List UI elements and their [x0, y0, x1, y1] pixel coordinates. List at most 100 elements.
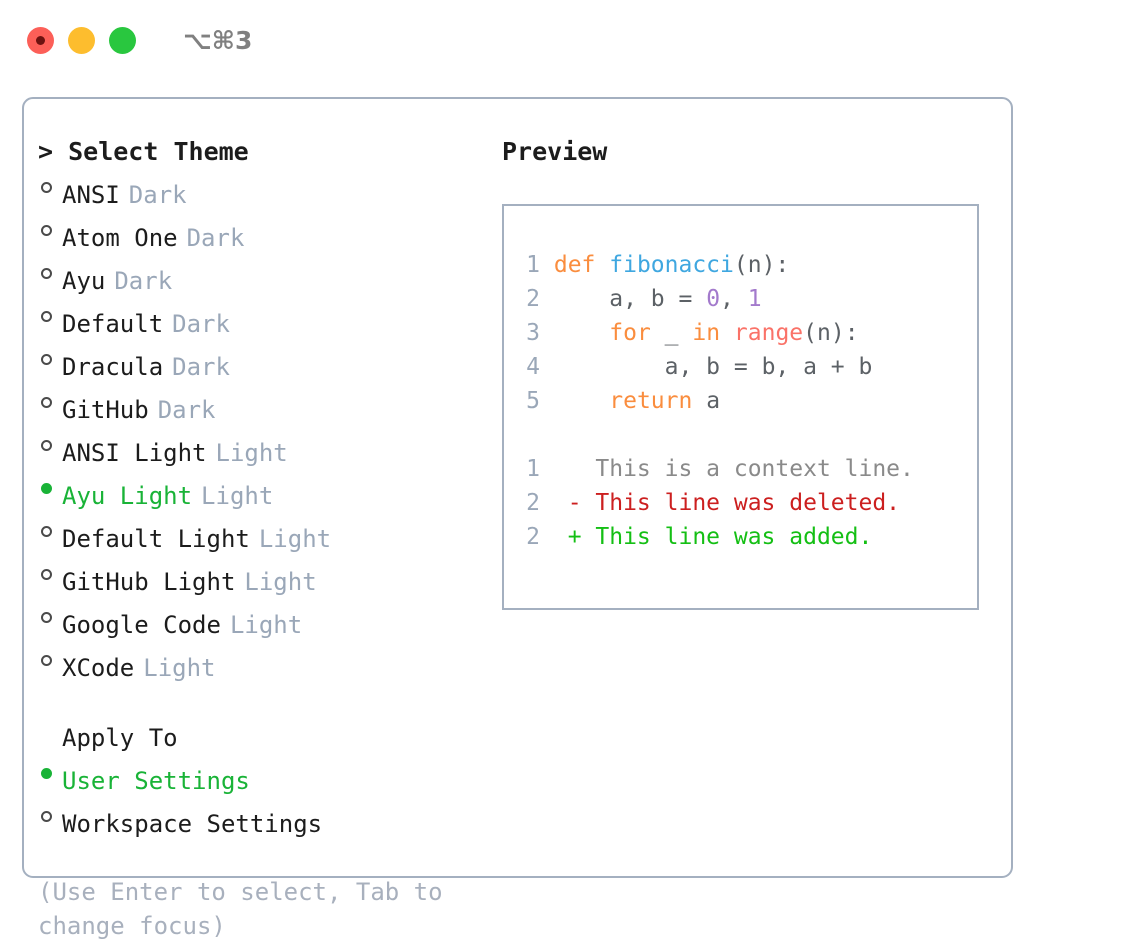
radio-selected-icon — [38, 470, 62, 504]
line-number: 1 — [526, 252, 540, 278]
line-number-gap — [540, 320, 554, 346]
theme-option-google-code[interactable]: Google Code Light — [38, 599, 488, 642]
code-token-bi: range — [733, 320, 804, 346]
theme-option-label: Dracula — [62, 353, 164, 381]
line-number-gap — [540, 252, 554, 278]
apply-to-option-user-settings[interactable]: User Settings — [38, 755, 488, 798]
line-number-gap — [540, 354, 554, 380]
code-token-txt: a, b = — [553, 286, 707, 312]
diff-text: This is a context line. — [595, 456, 914, 482]
line-number: 4 — [526, 354, 540, 380]
line-number-gap — [540, 286, 554, 312]
code-line: 5 return a — [518, 384, 977, 418]
theme-variant-badge: Dark — [114, 267, 173, 295]
code-token-txt — [554, 388, 609, 414]
keyboard-shortcut-label: ⌥⌘3 — [183, 25, 253, 55]
line-number: 2 — [526, 524, 540, 550]
theme-variant-badge: Dark — [172, 353, 230, 381]
theme-option-label: Ayu — [62, 267, 106, 295]
theme-option-ansi[interactable]: ANSI Dark — [38, 169, 488, 212]
code-token-num: 0 — [706, 286, 721, 312]
maximize-button[interactable] — [109, 26, 136, 54]
code-token-txt — [720, 320, 734, 346]
diff-text: This line was added. — [595, 524, 873, 550]
code-line: 1 def fibonacci(n): — [518, 248, 977, 282]
apply-to-option-workspace-settings[interactable]: Workspace Settings — [38, 798, 488, 841]
close-button[interactable] — [27, 26, 54, 54]
diff-line-add: 2 + This line was added. — [518, 520, 977, 554]
theme-option-label: GitHub — [62, 396, 149, 424]
preview-header: Preview — [502, 137, 608, 166]
radio-unselected-icon — [38, 169, 62, 203]
code-token-punc: (n): — [733, 252, 790, 278]
line-number: 2 — [526, 286, 540, 312]
theme-variant-badge: Light — [215, 439, 288, 467]
code-token-kw: return — [609, 388, 693, 414]
radio-unselected-icon — [38, 255, 62, 289]
theme-variant-badge: Dark — [128, 181, 187, 209]
theme-option-dracula[interactable]: Dracula Dark — [38, 341, 488, 384]
code-diff-separator — [518, 418, 977, 452]
diff-marker — [540, 456, 595, 482]
apply-to-option-label: User Settings — [62, 767, 250, 795]
theme-option-ansi-light[interactable]: ANSI Light Light — [38, 427, 488, 470]
theme-option-default-light[interactable]: Default Light Light — [38, 513, 488, 556]
radio-unselected-icon — [38, 341, 62, 375]
line-number: 3 — [526, 320, 540, 346]
window-titlebar: ⌥⌘3 — [0, 0, 1140, 80]
radio-unselected-icon — [38, 599, 62, 633]
theme-option-label: Default — [62, 310, 164, 338]
theme-variant-badge: Dark — [157, 396, 216, 424]
radio-unselected-icon — [38, 642, 62, 676]
theme-option-github[interactable]: GitHub Dark — [38, 384, 488, 427]
preview-column: Preview 1 def fibonacci(n):2 a, b = 0, 1… — [502, 135, 1002, 610]
theme-option-label: Default Light — [62, 525, 250, 553]
diff-marker: - — [540, 490, 596, 516]
code-token-txt: _ — [650, 320, 693, 346]
theme-variant-badge: Light — [258, 525, 332, 553]
code-token-txt: , — [720, 286, 748, 312]
minimize-button[interactable] — [68, 26, 95, 54]
section-spacer — [38, 685, 488, 721]
theme-option-default[interactable]: Default Dark — [38, 298, 488, 341]
select-theme-header: > Select Theme — [38, 137, 249, 166]
radio-unselected-icon — [38, 798, 62, 832]
radio-unselected-icon — [38, 384, 62, 418]
radio-unselected-icon — [38, 513, 62, 547]
radio-selected-icon — [38, 755, 62, 789]
theme-variant-badge: Dark — [172, 310, 230, 338]
theme-option-label: ANSI Light — [62, 439, 207, 467]
theme-option-ayu[interactable]: Ayu Dark — [38, 255, 488, 298]
line-number: 1 — [526, 456, 540, 482]
code-token-kw: in — [692, 320, 721, 346]
theme-variant-badge: Light — [201, 482, 274, 510]
code-token-txt: a — [692, 388, 721, 414]
theme-variant-badge: Dark — [186, 224, 245, 252]
code-token-txt: a, b = b, a + b — [553, 354, 873, 380]
code-token-num: 1 — [747, 286, 762, 312]
radio-unselected-icon — [38, 298, 62, 332]
line-number: 2 — [526, 490, 540, 516]
theme-option-label: Google Code — [62, 611, 221, 639]
theme-option-label: ANSI — [62, 181, 120, 209]
code-line: 4 a, b = b, a + b — [518, 350, 977, 384]
diff-line-del: 2 - This line was deleted. — [518, 486, 977, 520]
diff-line-ctx: 1 This is a context line. — [518, 452, 977, 486]
code-line: 2 a, b = 0, 1 — [518, 282, 977, 316]
theme-variant-badge: Light — [229, 611, 303, 639]
theme-option-label: GitHub Light — [62, 568, 236, 596]
code-token-kw: def — [553, 252, 610, 278]
code-token-punc: (n): — [803, 320, 859, 346]
code-token-kw: for — [609, 320, 651, 346]
diff-sample: 1 This is a context line.2 - This line w… — [518, 452, 977, 554]
